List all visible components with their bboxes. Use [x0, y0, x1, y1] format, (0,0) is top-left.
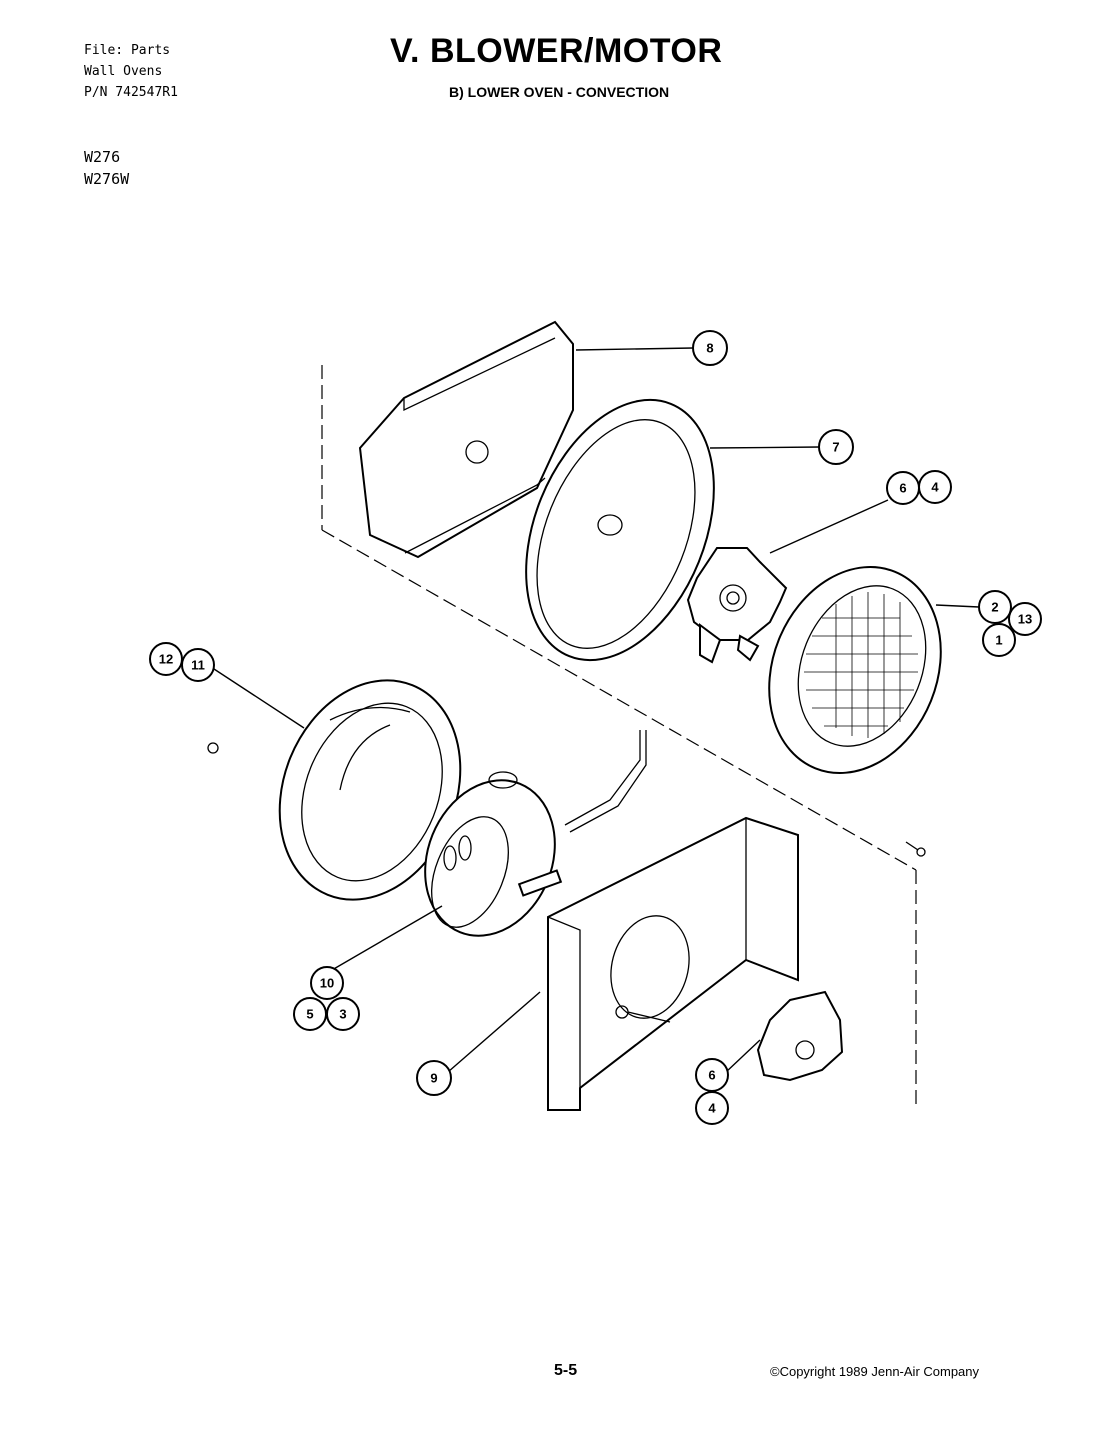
callout-9: 9: [416, 1060, 452, 1096]
callout-7: 7: [818, 429, 854, 465]
callout-13: 13: [1008, 602, 1042, 636]
model-number: W276: [84, 148, 121, 166]
callout-5: 5: [293, 997, 327, 1031]
svg-text:2: 2: [991, 600, 998, 615]
ring-housing-part-7: [525, 398, 715, 662]
callout-12: 12: [149, 642, 183, 676]
svg-text:4: 4: [931, 480, 939, 495]
svg-text:1: 1: [995, 633, 1002, 648]
svg-text:13: 13: [1018, 612, 1032, 627]
screw-right: [905, 841, 926, 857]
svg-text:5: 5: [306, 1007, 313, 1022]
svg-text:3: 3: [339, 1007, 346, 1022]
blower-housing-part-12: [278, 679, 462, 901]
motor-part-10: [424, 730, 647, 937]
fan-blade-upper-part-6: [686, 547, 788, 664]
copyright-notice: ©Copyright 1989 Jenn-Air Company: [770, 1364, 980, 1379]
svg-text:7: 7: [832, 440, 839, 455]
file-info: File: Parts Wall Ovens P/N 742547R1: [84, 40, 178, 103]
callout-1: 1: [982, 623, 1016, 657]
svg-text:9: 9: [430, 1071, 437, 1086]
svg-text:6: 6: [899, 481, 906, 496]
callout-6-lower: 6: [695, 1058, 729, 1092]
callout-3: 3: [326, 997, 360, 1031]
mounting-plate-part-8: [358, 320, 574, 559]
model-list: W276 W276W: [84, 146, 129, 190]
assembly-guide-lines: [321, 365, 917, 1105]
file-line: Wall Ovens: [84, 64, 163, 79]
callout-10: 10: [310, 966, 344, 1000]
svg-text:4: 4: [708, 1101, 716, 1116]
svg-text:12: 12: [159, 652, 173, 667]
callout-8: 8: [692, 330, 728, 366]
callout-11: 11: [181, 648, 215, 682]
svg-text:11: 11: [191, 658, 205, 673]
motor-bracket-part-9: [547, 816, 799, 1111]
screw-left: [207, 742, 219, 754]
page-subtitle: B) LOWER OVEN - CONVECTION: [449, 84, 670, 100]
callout-2: 2: [978, 590, 1012, 624]
fan-blade-lower-part-6: [756, 990, 844, 1082]
svg-text:6: 6: [708, 1068, 715, 1083]
file-line: File: Parts: [84, 43, 171, 58]
svg-text:10: 10: [320, 976, 334, 991]
page-number: 5-5: [554, 1362, 578, 1379]
leader-lines: [213, 347, 980, 1074]
svg-text:8: 8: [706, 341, 713, 356]
callout-6-upper: 6: [886, 471, 920, 505]
file-line: P/N 742547R1: [84, 85, 178, 100]
callout-4-lower: 4: [695, 1091, 729, 1125]
model-number: W276W: [84, 170, 130, 188]
callout-4-upper: 4: [918, 470, 952, 504]
page-title: V. BLOWER/MOTOR: [390, 32, 723, 70]
grille-cover-part-2: [768, 566, 942, 774]
